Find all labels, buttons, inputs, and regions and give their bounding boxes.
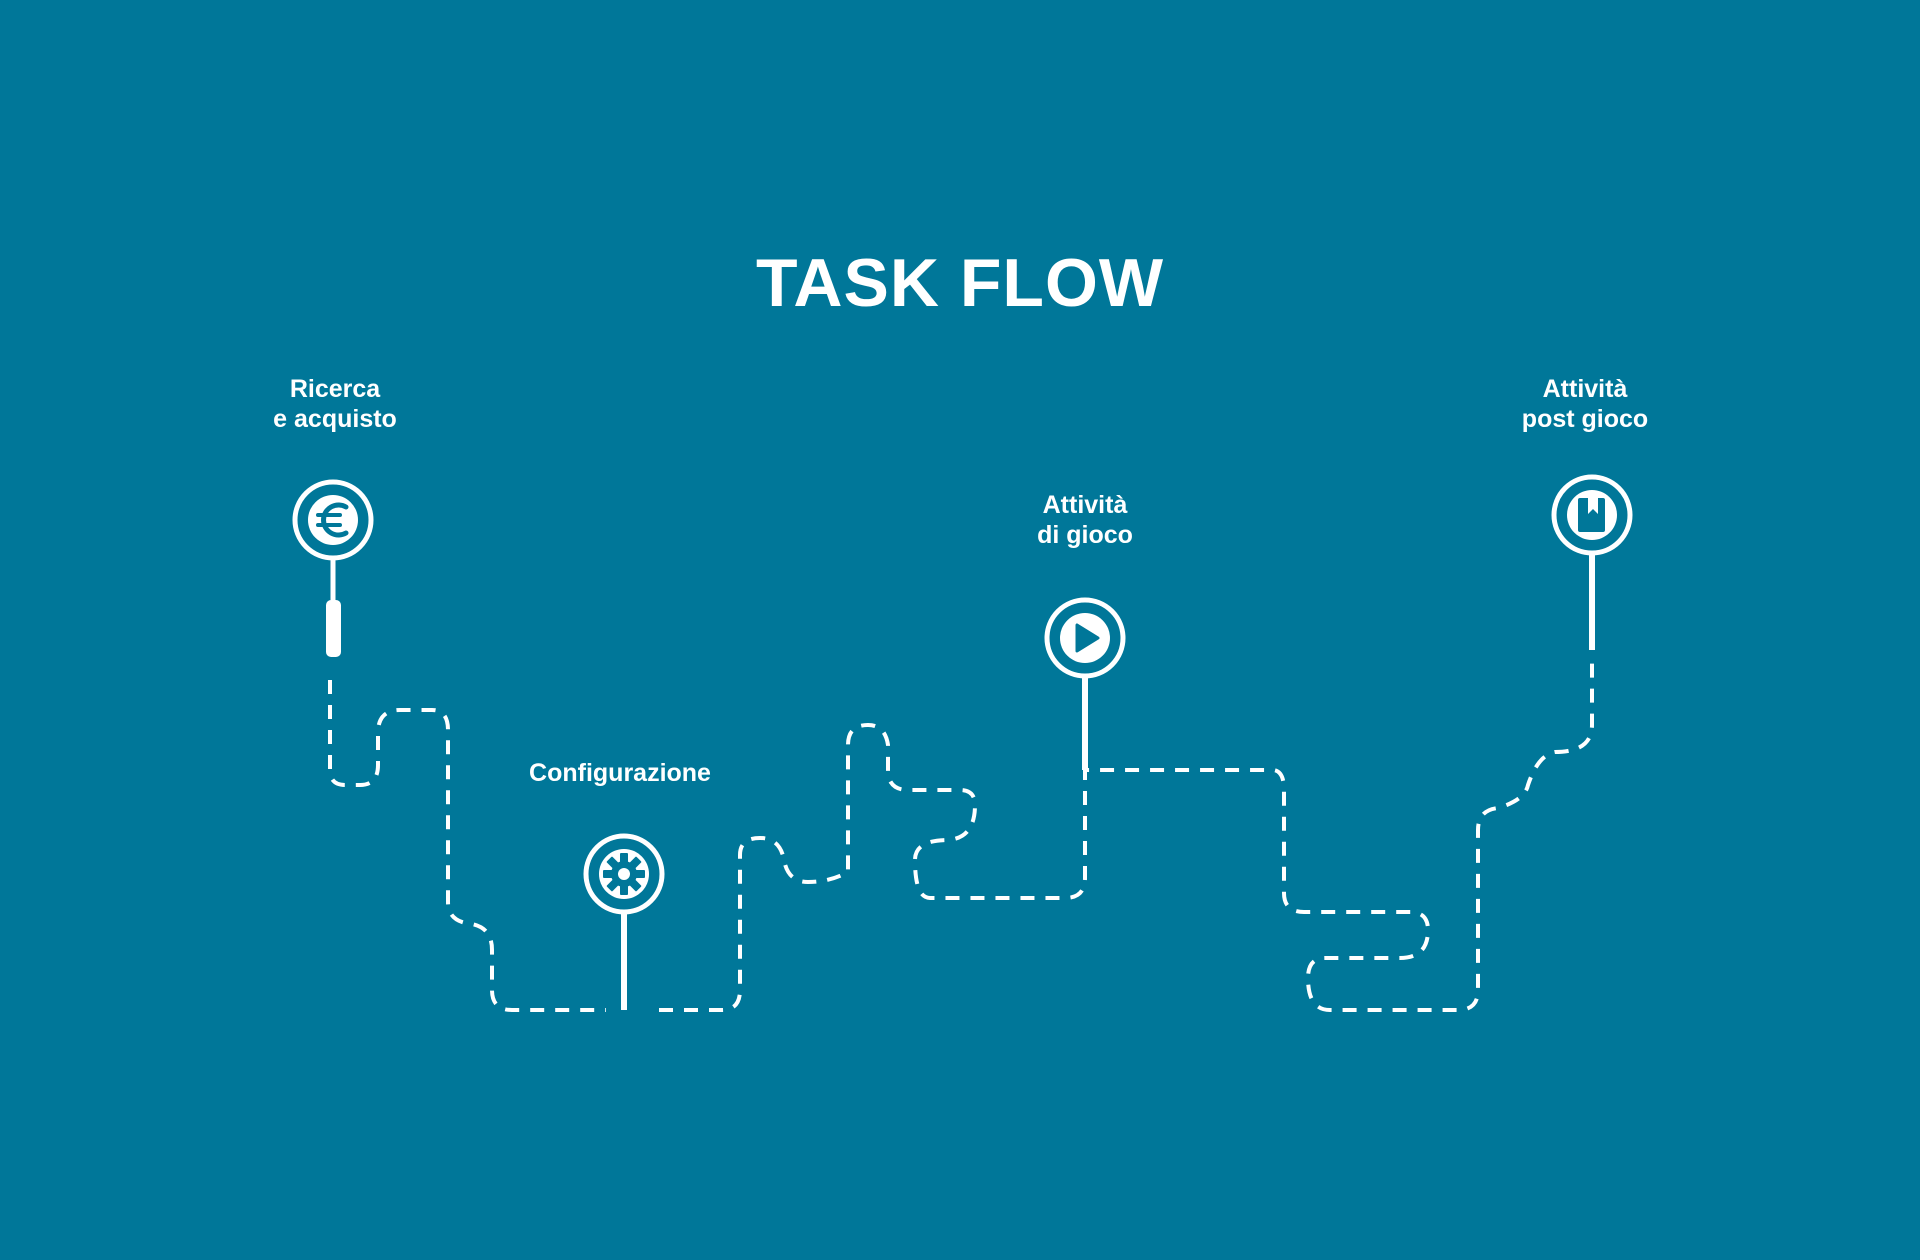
stage-label-configurazione: Configurazione	[440, 758, 800, 788]
play-icon	[1060, 613, 1110, 663]
stage-node-configurazione	[583, 833, 665, 1010]
page-title: TASK FLOW	[755, 245, 1165, 321]
stage-label-line: Attività	[1042, 491, 1128, 519]
book-icon	[1567, 490, 1617, 540]
stage-label-line: Ricerca	[289, 375, 381, 403]
euro-icon	[308, 495, 358, 545]
stage-label-line: Configurazione	[529, 759, 711, 787]
stage-node-ricerca	[292, 479, 374, 657]
stage-label-post: Attività post gioco	[1405, 374, 1765, 434]
gear-icon	[599, 849, 649, 899]
stage-label-ricerca: Ricerca e acquisto	[155, 374, 515, 434]
stage-label-line: e acquisto	[273, 405, 397, 433]
stage-label-gioco: Attività di gioco	[905, 490, 1265, 550]
stage-label-line: di gioco	[1037, 521, 1133, 549]
dashed-journey-path	[328, 662, 1594, 1012]
node-stem-bar	[326, 600, 341, 657]
stage-node-post	[1551, 474, 1633, 650]
stage-node-gioco	[1044, 597, 1126, 770]
stage-label-line: post gioco	[1521, 405, 1649, 433]
stage-label-line: Attività	[1542, 375, 1628, 403]
